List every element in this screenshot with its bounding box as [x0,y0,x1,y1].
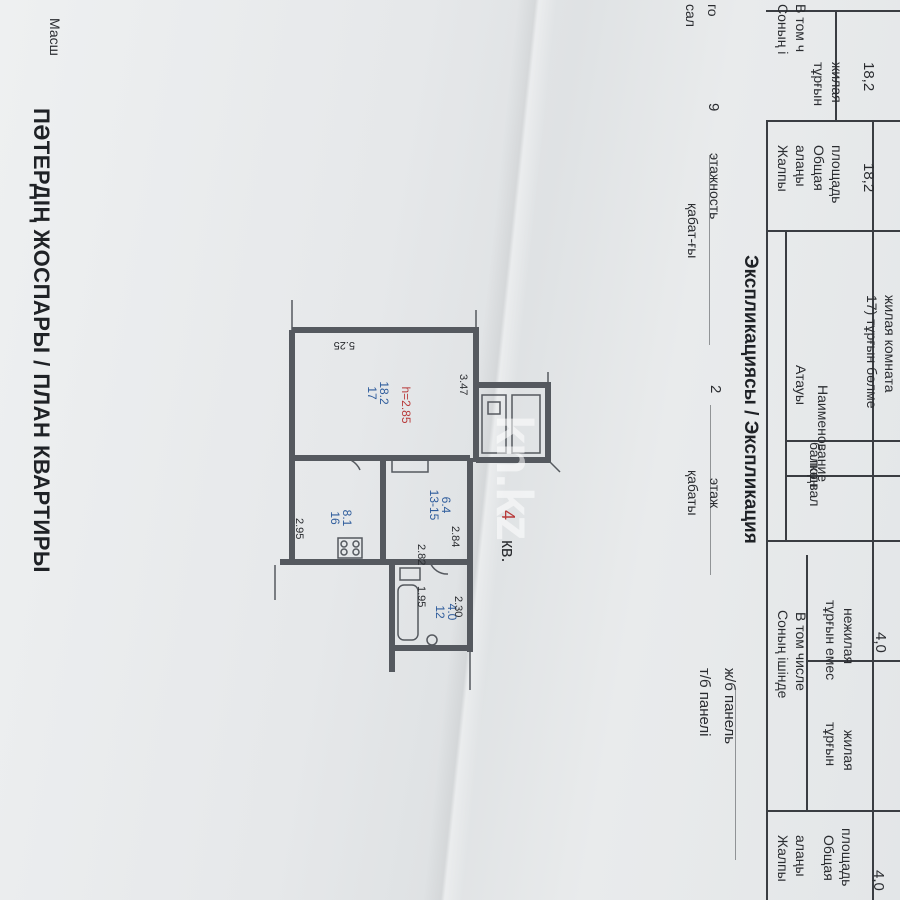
room-12-id: 12 [433,605,447,619]
table-row-total-left [766,810,900,812]
underline-material [735,690,736,860]
dim-5-25: 5.25 [334,339,355,351]
total-value: 18,2 [860,163,877,193]
dim-1-95: 1.95 [415,586,427,607]
underline-storeys [709,155,710,345]
room-17-area: 18.2 [377,381,391,405]
name-ru: Наименование [815,385,831,483]
dim-2-84: 2.84 [449,526,461,547]
nonliving-ru: нежилая [841,608,857,665]
left-total-ru2: площадь [839,828,855,887]
room-16-area: 8.1 [340,510,354,527]
room-12-area: 4.0 [445,604,459,621]
room-17-id: 17 [365,386,379,400]
nonliving-value: 4,0 [872,632,889,653]
table-row-incl [766,540,900,542]
left-total-kz2: алаңы [793,835,809,877]
name-kz: Атауы [793,365,809,405]
living-ru: жилая [841,730,857,771]
left-total-ru: Общая [821,835,837,881]
living-value-top: 18,2 [860,62,877,92]
room-16-id: 16 [328,511,342,525]
table-top-border [766,120,900,122]
total-kz: Жалпы [775,145,791,192]
underline-floor [710,405,711,575]
dim-2-95: 2.95 [293,518,305,539]
table-top-cut [766,10,900,12]
table-left-border [766,120,768,900]
left-total-kz: Жалпы [775,835,791,882]
row2-name: жилая комната [882,295,898,393]
total-ru: Общая [811,145,827,191]
incl-kz: Соның ішінде [775,610,791,699]
row1-name: 17) тұрғын бөлме [864,295,880,409]
room-13-15-area: 6.4 [439,497,453,514]
incl-ru: В том числе [793,612,809,691]
table-vline-3 [806,555,808,810]
watermark: kn.kz [485,415,543,541]
apartment-number: 4 [498,510,518,520]
wall-balcony [476,382,551,463]
table-row-balkon [785,440,900,442]
height-label: h=2.85 [399,386,413,423]
table-vline-2 [872,120,874,900]
dim-2-82: 2.82 [415,544,427,565]
total-kz2: алаңы [793,145,809,187]
nonliving-kz: тұрғын емес [823,600,839,681]
dim-2-30: 2.30 [452,596,464,617]
explication-heading: Экспликациясы / Экспликация [740,255,761,544]
table-vline-top [835,10,837,120]
left-total-value: 4,0 [870,870,887,891]
incl-ru-cut: В том ч [793,4,809,53]
table-row-podval [785,475,900,477]
table-row-sub [806,660,900,662]
table-row-name [766,230,900,232]
dim-3-47: 3.47 [457,374,469,395]
table-vline-1 [785,230,787,540]
living-ru-top: жилая [829,62,845,103]
incl-kz-cut: Соның і [775,4,791,55]
room-13-15-id: 13-15 [427,490,441,521]
total-ru2: площадь [829,145,845,204]
living-kz: тұрғын [823,722,839,767]
apartment-label: кв. [498,540,518,562]
living-kz-top: тұрғын [811,62,827,107]
